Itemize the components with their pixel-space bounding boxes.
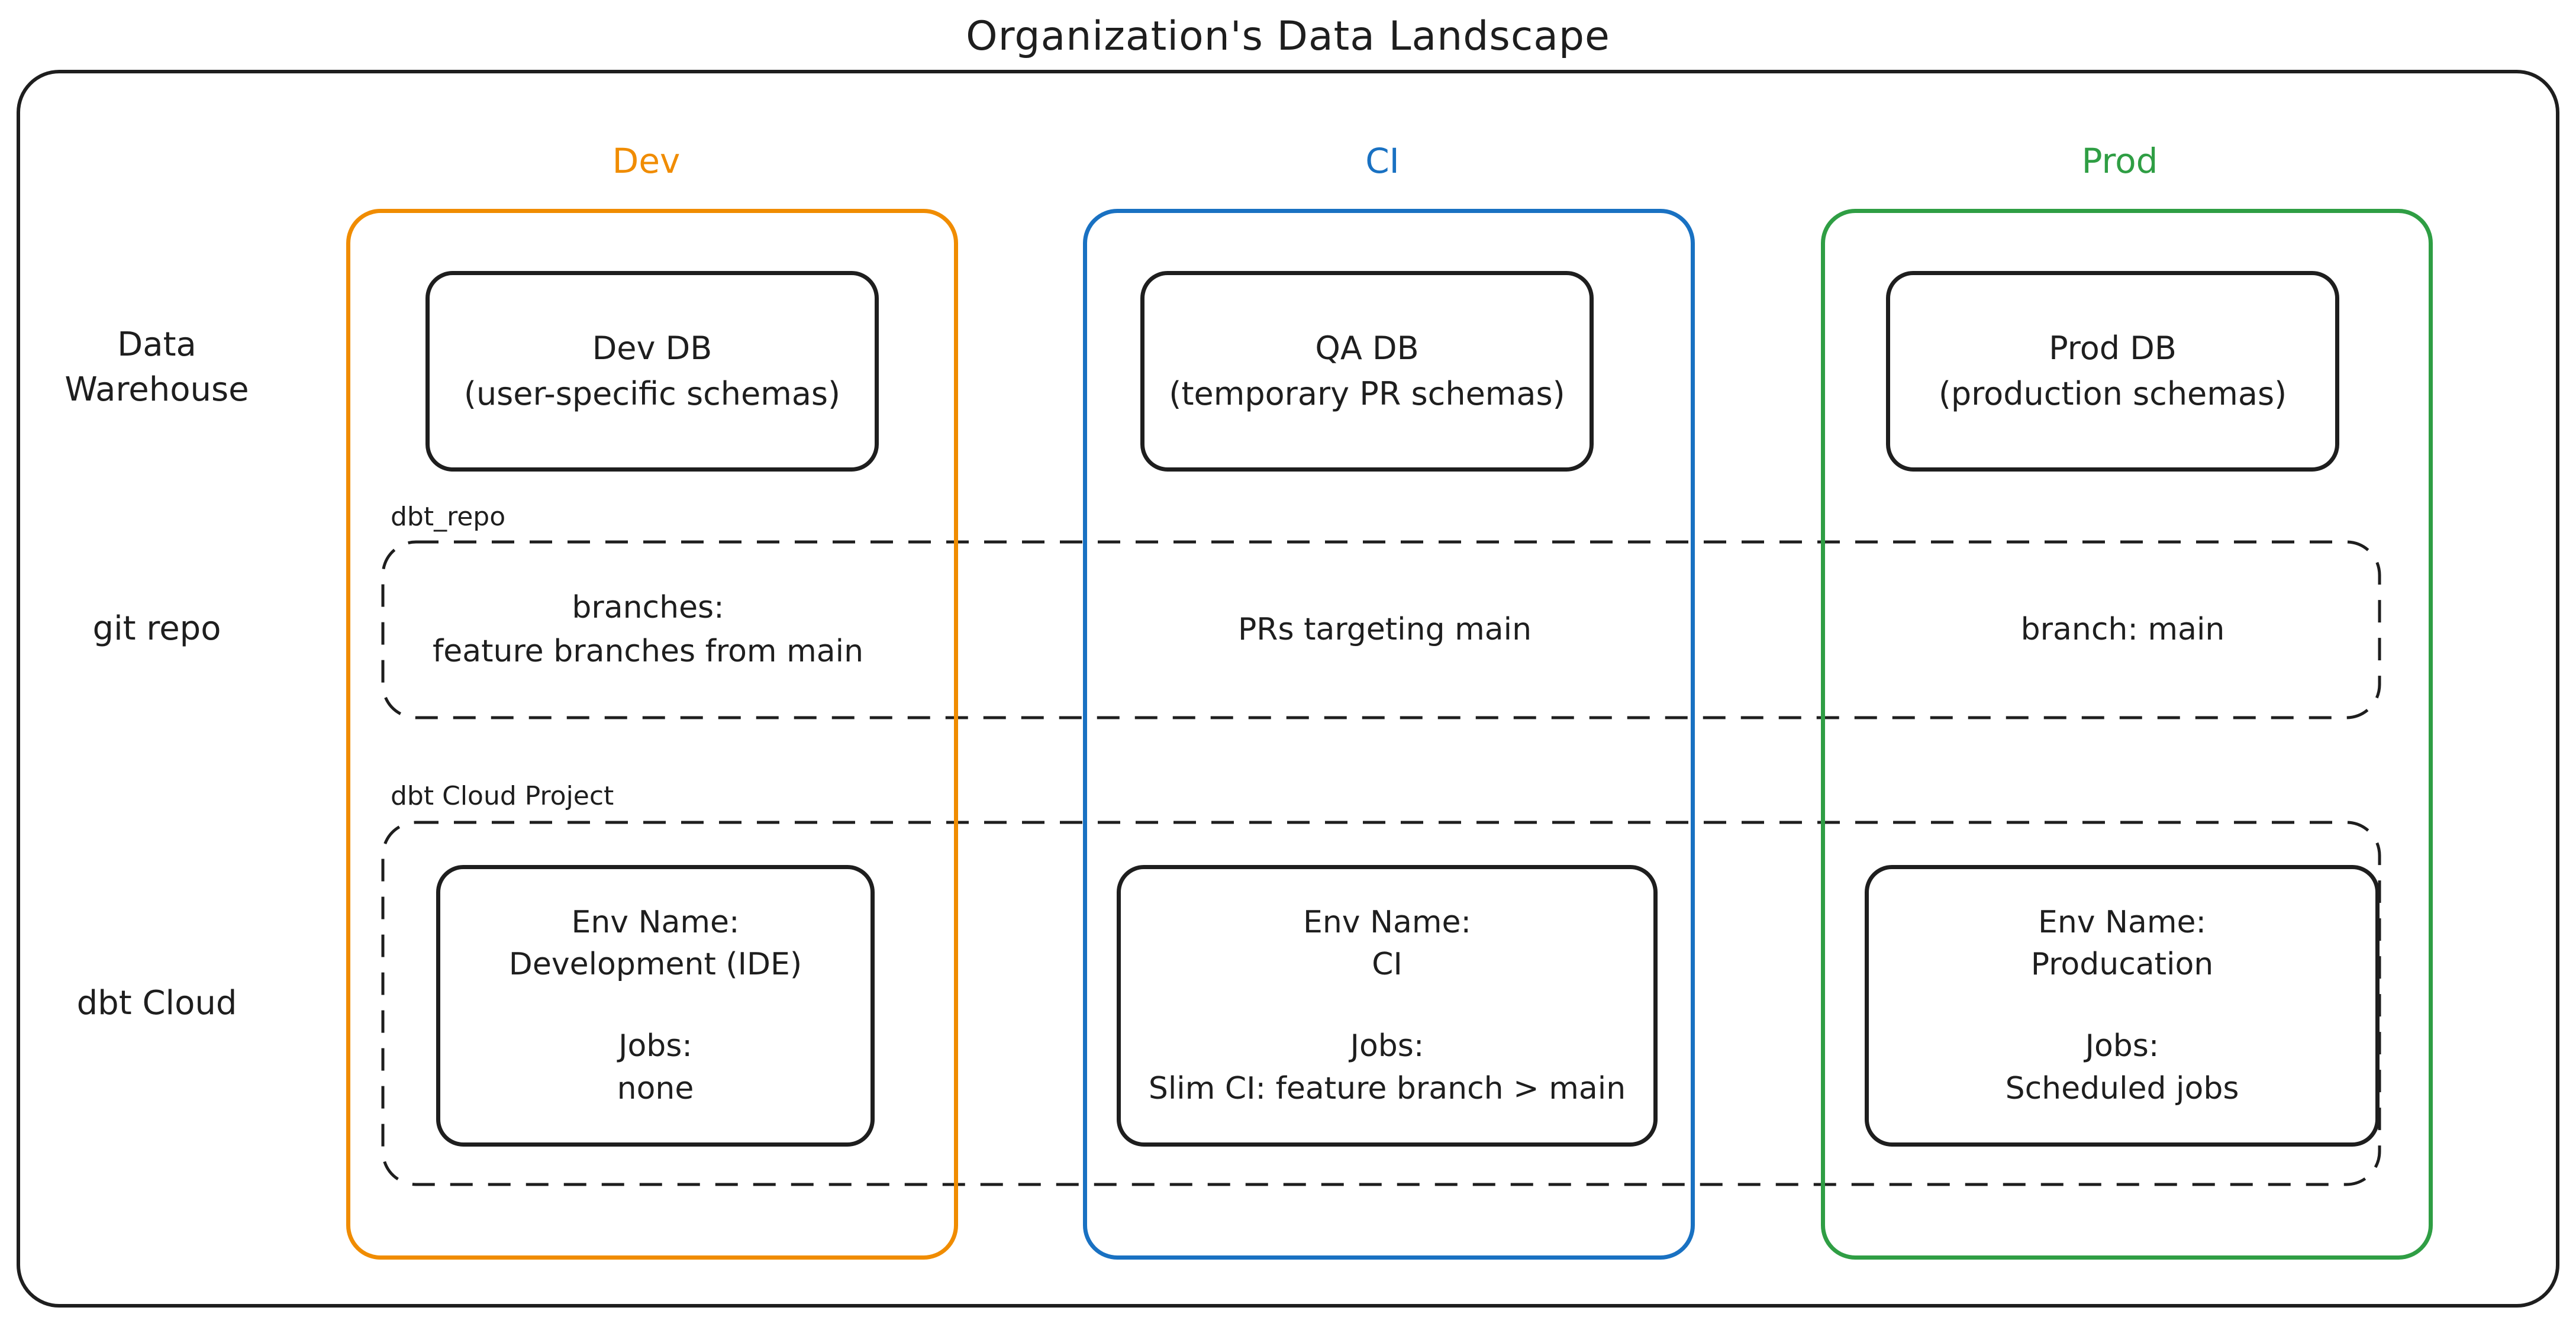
ci-jobs-value: Slim CI: feature branch > main xyxy=(1148,1070,1626,1106)
qa-db-title: QA DB xyxy=(1315,329,1419,367)
row-label-dbt-cloud: dbt Cloud xyxy=(76,984,237,1022)
column-header-dev: Dev xyxy=(612,141,681,181)
ci-env-name-label: Env Name: xyxy=(1302,904,1472,940)
git-repo-dev-line2: feature branches from main xyxy=(432,634,864,669)
prod-env-name-label: Env Name: xyxy=(2037,904,2207,940)
dev-env-name-label: Env Name: xyxy=(571,904,740,940)
prod-db-title: Prod DB xyxy=(2049,329,2177,367)
prod-db-subtitle: (production schemas) xyxy=(1938,375,2287,412)
dev-jobs-label: Jobs: xyxy=(618,1028,692,1064)
column-header-ci: CI xyxy=(1365,141,1400,181)
dbt-cloud-project-dashed-box xyxy=(381,821,2381,1186)
dev-jobs-value: none xyxy=(617,1070,694,1106)
prod-db-box: Prod DB (production schemas) xyxy=(1886,271,2339,472)
dbt-cloud-project-label: dbt Cloud Project xyxy=(391,781,614,811)
row-label-data-warehouse-line2: Warehouse xyxy=(65,370,249,409)
dev-env-name-value: Development (IDE) xyxy=(508,947,802,983)
dev-db-box: Dev DB (user-specific schemas) xyxy=(425,271,879,472)
dev-column-box xyxy=(346,209,958,1260)
landscape-outer-frame xyxy=(17,70,2559,1308)
prod-env-box: Env Name: Producation Jobs: Scheduled jo… xyxy=(1865,865,2380,1147)
row-label-git-repo: git repo xyxy=(92,609,221,648)
prod-jobs-label: Jobs: xyxy=(2085,1028,2159,1064)
ci-jobs-label: Jobs: xyxy=(1350,1028,1424,1064)
prod-env-name-value: Producation xyxy=(2030,947,2214,983)
git-repo-dashed-box xyxy=(381,540,2381,719)
prod-jobs-value: Scheduled jobs xyxy=(2005,1070,2239,1106)
diagram-title: Organization's Data Landscape xyxy=(966,13,1610,60)
dbt-repo-label: dbt_repo xyxy=(391,502,506,532)
git-repo-prod-cell: branch: main xyxy=(2020,612,2225,648)
column-header-prod: Prod xyxy=(2081,141,2158,181)
ci-column-box xyxy=(1083,209,1695,1260)
qa-db-subtitle: (temporary PR schemas) xyxy=(1169,375,1565,412)
ci-env-name-value: CI xyxy=(1372,947,1403,983)
row-label-data-warehouse-line1: Data xyxy=(117,325,196,364)
git-repo-dev-cell: branches: feature branches from main xyxy=(346,556,950,704)
qa-db-box: QA DB (temporary PR schemas) xyxy=(1140,271,1594,472)
row-label-data-warehouse: Data Warehouse xyxy=(15,322,299,412)
dev-db-subtitle: (user-specific schemas) xyxy=(463,375,841,412)
ci-env-box: Env Name: CI Jobs: Slim CI: feature bran… xyxy=(1117,865,1658,1147)
git-repo-dev-line1: branches: xyxy=(572,590,724,626)
git-repo-ci-cell: PRs targeting main xyxy=(1237,612,1532,648)
dev-db-title: Dev DB xyxy=(592,329,712,367)
prod-column-box xyxy=(1821,209,2433,1260)
dev-env-box: Env Name: Development (IDE) Jobs: none xyxy=(436,865,875,1147)
